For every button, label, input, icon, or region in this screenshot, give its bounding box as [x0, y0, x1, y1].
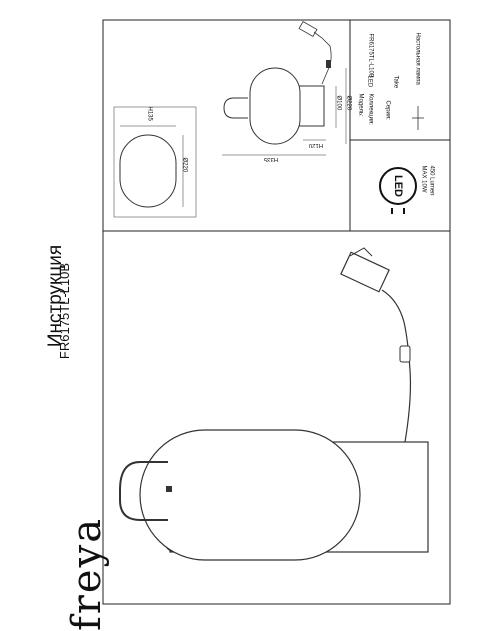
- spec-collection-label: Коллекция:: [367, 93, 374, 125]
- dim-d100: Ø100: [335, 95, 342, 111]
- page-frame: [102, 19, 451, 605]
- spec-type-value: Настольная лампа: [414, 32, 421, 85]
- spec-series-value: Take: [392, 75, 399, 89]
- dim-d220-side: Ø220: [345, 95, 352, 111]
- main-lamp-illustration: [119, 247, 429, 561]
- side-view-drawing: [222, 20, 347, 156]
- led-label: LED: [392, 175, 404, 197]
- dim-h120: H120: [308, 142, 324, 148]
- top-view-drawing: [113, 106, 197, 218]
- series-icon: [412, 106, 424, 130]
- spec-series-label: Серия:: [384, 100, 391, 120]
- led-icon: [379, 167, 417, 214]
- dim-d220-top: Ø220: [181, 157, 188, 173]
- led-lumen: 450 Lumen: [428, 165, 435, 196]
- brand-logo: freya: [64, 516, 110, 631]
- spec-model-label: Модель:: [357, 93, 364, 117]
- dim-h135: H135: [146, 106, 153, 121]
- dim-h335: H335: [263, 156, 279, 162]
- spec-panel: [349, 19, 451, 232]
- led-power: MAX 10W: [420, 165, 427, 193]
- spec-collection-value: LED: [366, 75, 373, 88]
- model-number: FR6175TL-L10B: [57, 262, 72, 360]
